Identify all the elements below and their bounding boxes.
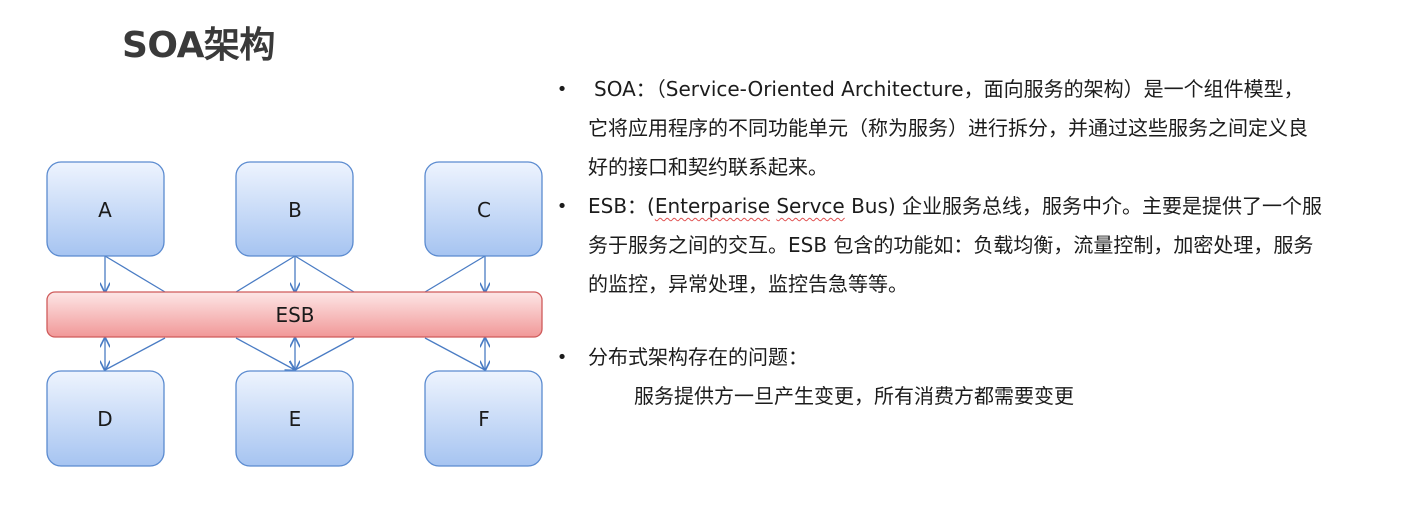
node-e-label: E <box>289 407 302 431</box>
esb-line-3: 的监控，异常处理，监控告急等等。 <box>588 272 908 296</box>
esb-bus: ESB <box>46 291 543 338</box>
node-f: F <box>424 370 543 467</box>
soa-line-3: 好的接口和契约联系起来。 <box>588 155 828 179</box>
line-c-diag <box>424 255 486 293</box>
node-b-label: B <box>288 198 302 222</box>
node-a: A <box>46 161 165 257</box>
line-e-right <box>294 337 355 371</box>
node-d-label: D <box>97 407 112 431</box>
esb-line-2: 务于服务之间的交互。ESB 包含的功能如：负载均衡，流量控制，加密处理，服务 <box>588 233 1314 257</box>
connector-lines <box>104 255 486 371</box>
line-d-diag <box>104 337 166 371</box>
line-a-diag <box>104 255 166 293</box>
esb-line-1: ESB：(Enterparise Servce Bus) 企业服务总线，服务中介… <box>588 187 1386 226</box>
node-d: D <box>46 370 165 467</box>
bullet-esb: • ESB：(Enterparise Servce Bus) 企业服务总线，服务… <box>556 187 1386 304</box>
problem-title: 分布式架构存在的问题： <box>588 345 808 369</box>
line-b-right <box>294 255 355 293</box>
bullet-marker: • <box>556 347 568 368</box>
problem-detail: 服务提供方一旦产生变更，所有消费方都需要变更 <box>634 384 1074 408</box>
esb-rest: Bus) 企业服务总线，服务中介。主要是提供了一个服 <box>844 194 1323 218</box>
bullet-soa: • SOA：（Service-Oriented Architecture，面向服… <box>556 70 1386 187</box>
bullet-marker: • <box>556 79 568 100</box>
bullet-list: • SOA：（Service-Oriented Architecture，面向服… <box>556 70 1386 416</box>
bullet-marker: • <box>556 196 568 217</box>
node-c: C <box>424 161 543 257</box>
node-e: E <box>235 370 354 467</box>
esb-prefix: ESB：( <box>588 194 655 218</box>
node-b: B <box>235 161 354 257</box>
line-e-left <box>235 337 295 370</box>
soa-line-2: 它将应用程序的不同功能单元（称为服务）进行拆分，并通过这些服务之间定义良 <box>588 116 1308 140</box>
esb-name-b: Servce <box>776 194 845 218</box>
esb-bus-label: ESB <box>275 303 314 327</box>
soa-line-1: SOA：（Service-Oriented Architecture，面向服务的… <box>594 77 1304 101</box>
line-b-left <box>235 255 296 293</box>
node-a-label: A <box>98 198 112 222</box>
node-c-label: C <box>477 198 491 222</box>
esb-name-a: Enterparise <box>654 194 770 218</box>
page-title: SOA架构 <box>122 25 275 66</box>
node-f-label: F <box>478 407 490 431</box>
bullet-problem: • 分布式架构存在的问题： 服务提供方一旦产生变更，所有消费方都需要变更 <box>556 338 1386 416</box>
line-f-diag <box>424 337 486 371</box>
